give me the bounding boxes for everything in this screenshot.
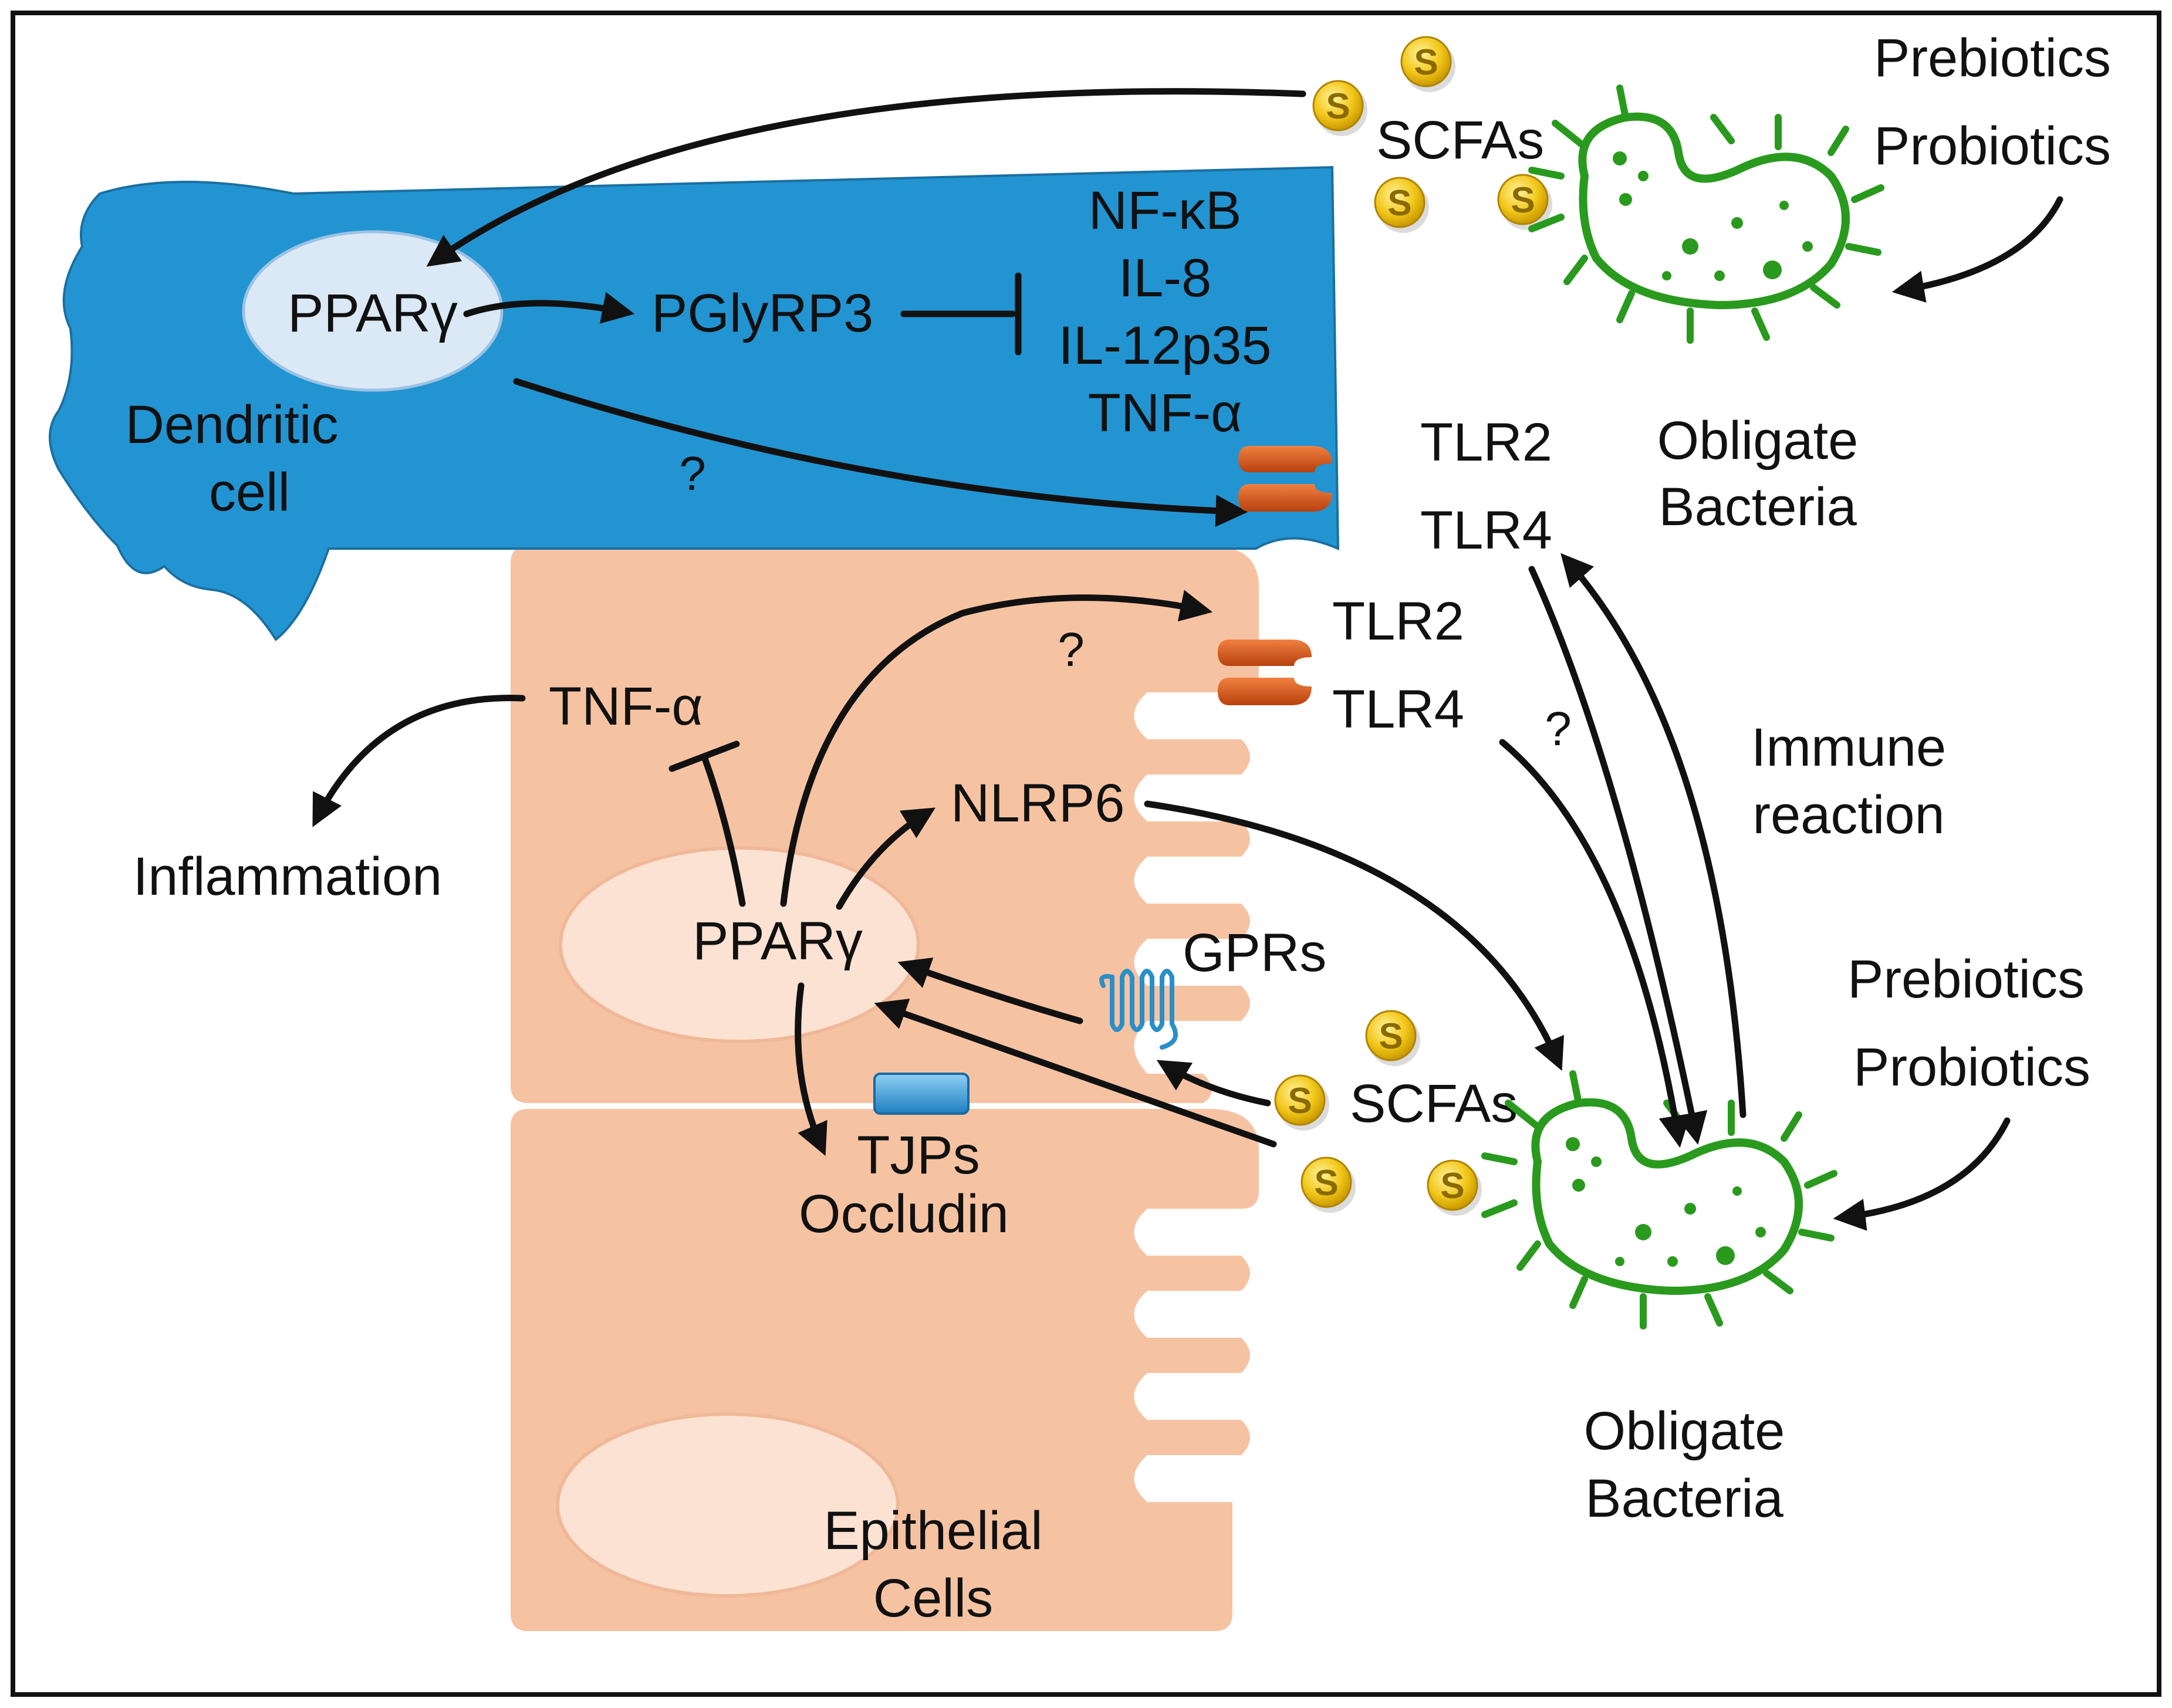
immune-reaction-line2: reaction [1752, 785, 1944, 845]
dc-pparg-label: PPARγ [288, 283, 458, 343]
epi-label-line1: Epithelial [823, 1501, 1042, 1561]
top-bacteria-line1: Obligate [1657, 411, 1859, 471]
inhibit-bar-epi [668, 740, 740, 772]
arrow-scfa-to-pparg [874, 999, 1277, 1148]
tlr-receptor-icon [1238, 446, 1332, 512]
epi-occludin-label: Occludin [799, 1184, 1009, 1244]
bottom-input-probiotics: Probiotics [1853, 1037, 2090, 1097]
epi-label-line2: Cells [873, 1568, 993, 1628]
dc-label-line2: cell [209, 462, 290, 522]
scfa-icon-8: S [1314, 1163, 1338, 1203]
arrow-pparg-to-tjps [795, 982, 827, 1156]
dc-label-line1: Dendritic [125, 395, 338, 455]
top-scfa-label: SCFAs [1376, 110, 1544, 170]
tlr-receptor-icon [1218, 640, 1312, 705]
scfa-icon-9: S [1440, 1166, 1464, 1206]
epi-gprs-label: GPRs [1183, 923, 1326, 983]
arrow-top-tlr4-to-bottom-bacteria [1528, 566, 1708, 1145]
immune-reaction-line1: Immune [1751, 718, 1946, 777]
epi-tnf-label: TNF-α [549, 677, 703, 736]
arrow-tnf-to-inflammation [312, 695, 526, 827]
dc-inhibited-2: IL-12p35 [1058, 316, 1271, 376]
arrow-epi-tlr4-to-bottom-bacteria [1499, 739, 1691, 1148]
dc-unknown-mark: ? [679, 447, 706, 500]
scfa-icon-1: S [1414, 42, 1438, 83]
epi-tlr4-label: TLR4 [1332, 679, 1464, 739]
scfa-icon-2: S [1326, 86, 1350, 127]
top-tlr2-label: TLR2 [1420, 412, 1552, 472]
epi-pparg-label: PPARγ [693, 911, 863, 971]
tight-junction-icon [873, 1073, 970, 1115]
scfa-icon-6: S [1379, 1016, 1403, 1057]
inhibit-pparg-to-tnf [701, 753, 746, 907]
arrow-pparg-to-nlrp6 [836, 807, 936, 910]
frame [11, 11, 2161, 1697]
epi-nlrp6-label: NLRP6 [951, 773, 1125, 833]
scfa-icon-4: S [1511, 180, 1535, 221]
arrow-scfa-to-gprs [1156, 1060, 1271, 1107]
bottom-scfa-label: SCFAs [1350, 1074, 1518, 1134]
arrow-bottom-bacteria-to-top-tlr4 [1560, 553, 1747, 1118]
gpr-receptor-icon [1099, 969, 1178, 1050]
top-input-probiotics: Probiotics [1874, 116, 2111, 176]
top-input-prebiotics: Prebiotics [1874, 28, 2111, 88]
arrow-pparg-to-epi-tlr [780, 590, 1213, 907]
arrow-probiotics-to-bottom-bacteria [1833, 1117, 2011, 1231]
arrow-dc-pparg-to-pglyrp3 [463, 292, 635, 324]
dc-inhibited-0: NF-κB [1089, 181, 1242, 241]
bacteria-icon [1481, 1070, 1837, 1330]
epi-unknown-mark-immune: ? [1545, 702, 1572, 756]
arrow-nlrp6-to-bacteria [1144, 800, 1565, 1071]
bottom-input-prebiotics: Prebiotics [1847, 949, 2085, 1009]
dc-inhibited-3: TNF-α [1088, 383, 1242, 443]
epithelial-nucleus-upper [559, 846, 920, 1043]
arrow-top-scfa-to-dc-pparg [426, 88, 1306, 267]
bacteria-icon [1528, 84, 1884, 344]
arrow-probiotics-to-top-bacteria [1891, 196, 2063, 303]
bottom-bacteria-line2: Bacteria [1585, 1469, 1783, 1528]
epithelial-cells [511, 546, 1259, 1631]
epi-unknown-mark-receptor: ? [1058, 623, 1085, 677]
bottom-bacteria-line1: Obligate [1584, 1401, 1785, 1461]
top-bacteria-line2: Bacteria [1658, 477, 1857, 537]
scfa-icon-3: S [1387, 183, 1411, 224]
arrow-dc-pparg-to-tlr [513, 378, 1248, 527]
dc-target-label: PGlyRP3 [651, 283, 873, 343]
epi-inflammation-label: Inflammation [133, 847, 442, 907]
epi-tjps-label: TJPs [857, 1125, 980, 1185]
dc-inhibited-1: IL-8 [1119, 248, 1212, 308]
epi-tlr2-label: TLR2 [1332, 591, 1464, 651]
top-tlr4-label: TLR4 [1420, 500, 1552, 560]
dendritic-nucleus [242, 230, 504, 392]
arrow-gprs-to-pparg [897, 957, 1083, 1024]
scfa-icon-7: S [1288, 1081, 1312, 1121]
epithelial-nucleus-lower [556, 1412, 900, 1598]
